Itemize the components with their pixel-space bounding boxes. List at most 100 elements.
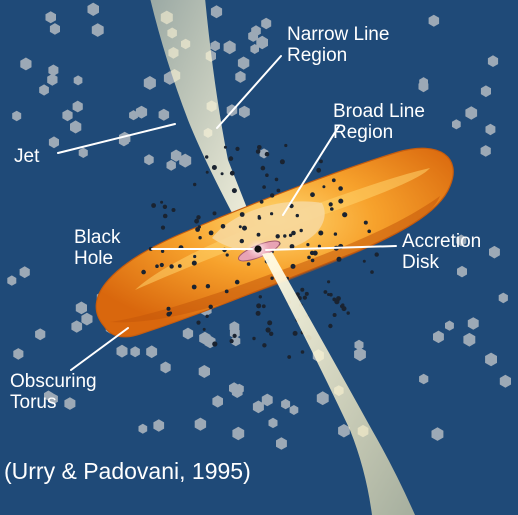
dot — [252, 337, 255, 340]
dot — [203, 328, 206, 331]
dot — [205, 155, 208, 158]
dot — [258, 215, 261, 218]
dot — [160, 201, 163, 204]
dot — [257, 233, 261, 237]
dot — [169, 264, 173, 268]
dot — [293, 331, 298, 336]
dot — [257, 145, 262, 150]
dot — [233, 334, 237, 338]
dot — [329, 202, 333, 206]
dot — [240, 212, 245, 217]
dot — [235, 147, 239, 151]
dot — [347, 311, 350, 314]
dot — [324, 290, 328, 294]
dot — [270, 212, 273, 215]
dot — [229, 156, 234, 161]
dot — [172, 208, 176, 212]
black-hole-label: Black Hole — [74, 227, 120, 269]
dot — [247, 262, 251, 266]
broad-line-region-line-2: Region — [333, 122, 425, 143]
black-hole — [254, 245, 261, 252]
narrow-line-region-line-1: Narrow Line — [287, 24, 389, 45]
black-hole-line-1: Black — [74, 227, 120, 248]
dot — [239, 225, 242, 228]
broad-line-region-line-1: Broad Line — [333, 101, 425, 122]
dot — [161, 250, 164, 253]
dot — [270, 277, 273, 280]
dot — [277, 189, 281, 193]
dot — [318, 231, 323, 236]
dot — [334, 232, 337, 235]
dot — [275, 178, 279, 182]
dot — [193, 255, 196, 258]
dot — [192, 261, 197, 266]
dot — [287, 355, 291, 359]
dot — [221, 224, 226, 229]
dot — [303, 296, 307, 300]
dot — [224, 146, 227, 149]
dot — [283, 234, 286, 237]
dot — [291, 231, 296, 236]
dot — [209, 305, 213, 309]
accretion-disk-line-1: Accretion — [402, 231, 481, 252]
dot — [296, 214, 299, 217]
broad-line-region-label: Broad Line Region — [333, 101, 425, 143]
dot — [209, 231, 214, 236]
dot — [194, 219, 199, 224]
dot — [256, 149, 261, 154]
dot — [225, 290, 229, 294]
narrow-line-region-label: Narrow Line Region — [287, 24, 389, 66]
dot — [363, 260, 366, 263]
dot — [163, 205, 167, 209]
dot — [306, 243, 309, 246]
dot — [319, 160, 323, 164]
dot — [333, 313, 337, 317]
dot — [291, 264, 296, 269]
dot — [301, 350, 305, 354]
dot — [342, 212, 347, 217]
dot — [332, 178, 336, 182]
dot — [310, 192, 315, 197]
dot — [328, 324, 332, 328]
dot — [342, 306, 347, 311]
dot — [338, 199, 343, 204]
dot — [160, 263, 164, 267]
dot — [235, 280, 240, 285]
dot — [242, 226, 247, 231]
dot — [313, 251, 318, 256]
dot — [256, 303, 261, 308]
dot — [141, 270, 146, 275]
dot — [193, 183, 196, 186]
dot — [240, 239, 244, 243]
dot — [318, 245, 321, 248]
dot — [270, 193, 274, 197]
dot — [337, 257, 342, 262]
dot — [192, 285, 197, 290]
dot — [205, 315, 208, 318]
dot — [267, 320, 272, 325]
dot — [166, 312, 171, 317]
dot — [266, 327, 271, 332]
obscuring-torus-label: Obscuring Torus — [10, 371, 97, 413]
dot — [262, 343, 266, 347]
dot — [265, 173, 269, 177]
dot — [269, 332, 273, 336]
dot — [305, 292, 309, 296]
dot — [230, 171, 235, 176]
dot — [256, 311, 261, 316]
dot — [212, 165, 217, 170]
black-hole-line-2: Hole — [74, 248, 120, 269]
dot — [163, 214, 168, 219]
citation: (Urry & Padovani, 1995) — [4, 458, 251, 485]
accretion-disk-label: Accretion Disk — [402, 231, 481, 273]
dot — [213, 211, 217, 215]
dot — [167, 307, 171, 311]
dot — [155, 264, 159, 268]
dot — [284, 144, 287, 147]
dot — [300, 229, 303, 232]
dot — [280, 159, 285, 164]
dot — [336, 296, 341, 301]
jet-label: Jet — [14, 146, 39, 167]
dot — [196, 321, 200, 325]
